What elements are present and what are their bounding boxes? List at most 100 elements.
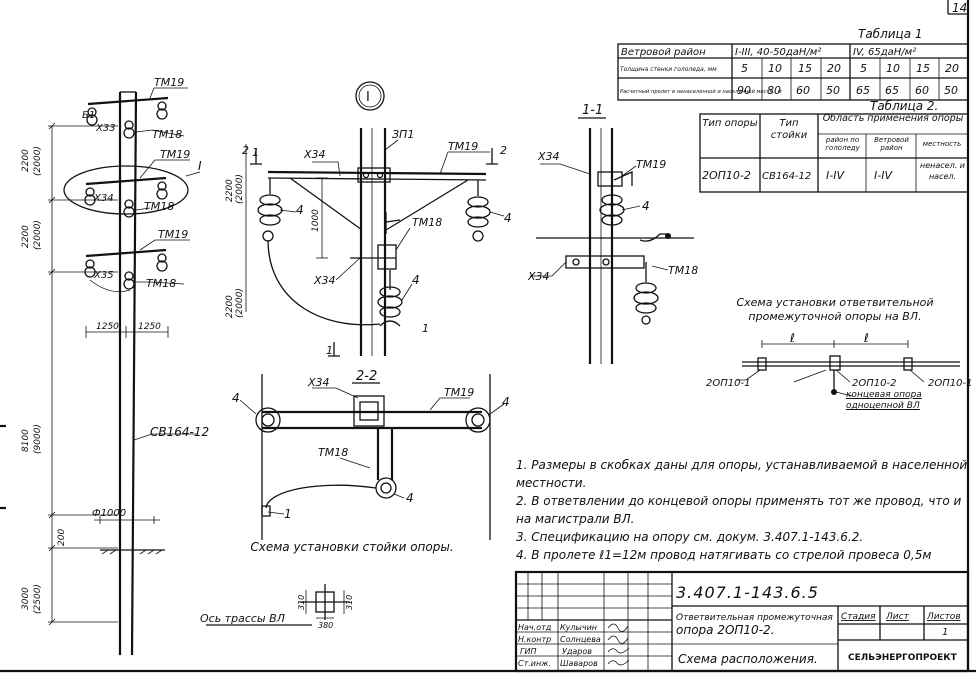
t2-post-type: СВ164-12 bbox=[762, 171, 811, 182]
branch-support-center: 2ОП10-2 bbox=[852, 378, 896, 389]
t1-span-label: Расчетный пролет в ненаселенной и населе… bbox=[620, 89, 782, 95]
t1-ice-2: 15 bbox=[798, 62, 812, 75]
general-view: ТМ19 Б1 Х33 ТМ18 ТМ19 I Х34 ТМ18 ТМ19 Х3… bbox=[21, 76, 209, 656]
tb-sheets-header: Листов bbox=[926, 612, 961, 622]
t1-ice-1: 10 bbox=[768, 62, 782, 75]
tb-name-line2: опора 2ОП10-2. bbox=[676, 623, 774, 637]
tb-org: СЕЛЬЭНЕРГОПРОЕКТ bbox=[848, 653, 958, 663]
post-dim-310-left: 310 bbox=[297, 595, 306, 610]
table-2-title: Таблица 2. bbox=[870, 99, 938, 113]
note-1: 1. Размеры в скобках даны для опоры, уст… bbox=[516, 458, 968, 490]
table-1-title: Таблица 1 bbox=[858, 27, 923, 41]
branch-support-left: 2ОП10-1 bbox=[706, 378, 750, 389]
branch-scheme: Схема установки ответвительной промежуто… bbox=[706, 296, 972, 411]
dI-3p1: ЗП1 bbox=[392, 128, 414, 141]
tb-doc-code: 3.407.1-143.6.5 bbox=[676, 583, 819, 602]
cross-arm-bottom bbox=[84, 248, 168, 293]
t1-ice-label: Толщина стенки гололеда, мм bbox=[620, 66, 717, 73]
t2-h-type-post: Тип стойки bbox=[770, 118, 808, 141]
branch-end-support-note: концевая опора одноцепной ВЛ bbox=[846, 390, 922, 411]
section-2-2-title: 2-2 bbox=[356, 369, 377, 384]
t2-support-type: 2ОП10-2 bbox=[702, 169, 751, 182]
t1-span-1: 80 bbox=[767, 84, 781, 97]
dI-dim-2200-b: 2200 bbox=[225, 295, 235, 318]
t1-ice-3: 20 bbox=[827, 62, 841, 75]
dI-sec-1-bottom: 1 bbox=[326, 344, 333, 357]
dI-4-center: 4 bbox=[412, 273, 420, 287]
dI-dim-2000-a: (2000) bbox=[235, 174, 245, 204]
t2-ice-region: I-IV bbox=[826, 169, 845, 182]
s11-x34-bottom: Х34 bbox=[527, 270, 550, 283]
gv-post-type: СВ164-12 bbox=[150, 425, 209, 439]
detail-I-outline bbox=[63, 165, 189, 215]
t1-ice-0: 5 bbox=[741, 62, 748, 75]
t1-ice-5: 10 bbox=[886, 62, 900, 75]
s11-4: 4 bbox=[642, 199, 650, 213]
t1-wind-group-2: IV, 65даН/м² bbox=[853, 47, 916, 58]
gv-dim-2500: (2500) bbox=[33, 584, 43, 614]
t1-span-4: 65 bbox=[856, 84, 870, 97]
insulator-left bbox=[257, 178, 283, 242]
t1-ice-4: 5 bbox=[860, 62, 867, 75]
tb-name-2: Ударов bbox=[562, 647, 592, 656]
t1-span-3: 50 bbox=[826, 84, 840, 97]
dI-dim-2000-b: (2000) bbox=[235, 288, 245, 318]
gv-dim-2000-b: (2000) bbox=[33, 220, 43, 250]
s22-4-left: 4 bbox=[232, 391, 240, 405]
s22-x34: Х34 bbox=[307, 376, 330, 389]
gv-dim-8100: 8100 bbox=[21, 429, 31, 452]
notes: 1. Размеры в скобках даны для опоры, уст… bbox=[516, 458, 968, 562]
gv-x33: Х33 bbox=[95, 123, 116, 134]
tb-name-3: Шаваров bbox=[560, 659, 598, 668]
t1-span-0: 90 bbox=[737, 84, 751, 97]
gv-tm19-mid: ТМ19 bbox=[160, 148, 190, 161]
t1-ice-6: 15 bbox=[916, 62, 930, 75]
gv-x34: Х34 bbox=[93, 193, 114, 204]
dI-sec-2-right: 2 bbox=[500, 144, 507, 157]
gv-tm19-bottom: ТМ19 bbox=[158, 228, 188, 241]
t2-sh-wind: Ветровой район bbox=[874, 136, 909, 152]
branch-scheme-title: Схема установки ответвительной промежуто… bbox=[736, 296, 934, 323]
t1-span-7: 50 bbox=[944, 84, 958, 97]
dI-dim-2200-a: 2200 bbox=[225, 179, 235, 202]
gv-foundation: Ф1000 bbox=[92, 508, 126, 519]
post-scheme: Схема установки стойки опоры. Ось трассы… bbox=[200, 540, 454, 630]
post-scheme-title: Схема установки стойки опоры. bbox=[250, 540, 454, 554]
insulator-right bbox=[465, 180, 491, 242]
post-axis-label: Ось трассы ВЛ bbox=[200, 612, 285, 625]
branch-span-l-2: ℓ bbox=[863, 331, 869, 345]
dI-sec-2-left: 2 bbox=[242, 144, 249, 157]
s11-insulator-top bbox=[599, 186, 625, 226]
tb-sheets-value: 1 bbox=[942, 627, 948, 638]
gv-dim-2200-a: 2200 bbox=[21, 149, 31, 172]
gv-dim-3000: 3000 bbox=[21, 587, 31, 610]
gv-dim-9000: (9000) bbox=[33, 424, 43, 454]
gv-dim-1250-right: 1250 bbox=[138, 322, 161, 332]
gv-detail-callout: I bbox=[198, 159, 202, 173]
table-2: Таблица 2. Тип опоры Тип стойки Область … bbox=[699, 99, 969, 193]
section-1-1-title: 1-1 bbox=[582, 103, 603, 118]
s22-4-right: 4 bbox=[502, 395, 510, 409]
cross-arm-middle bbox=[84, 176, 168, 218]
dI-4-right: 4 bbox=[504, 211, 512, 225]
detail-I-callout-circle bbox=[355, 81, 385, 111]
dI-tm18: ТМ18 bbox=[412, 216, 442, 229]
gv-tm18-mid: ТМ18 bbox=[144, 200, 174, 213]
t1-span-2: 60 bbox=[796, 84, 810, 97]
pole-right bbox=[130, 91, 138, 656]
s11-insulator-bottom bbox=[633, 262, 659, 325]
t2-h-scope: Область применения опоры bbox=[822, 114, 964, 124]
gv-dim-1250-left: 1250 bbox=[96, 322, 119, 332]
post-dim-380: 380 bbox=[318, 621, 333, 630]
t2-h-type-support: Тип опоры bbox=[702, 118, 758, 129]
s22-tm18: ТМ18 bbox=[318, 446, 348, 459]
tb-role-0: Нач.отд bbox=[518, 623, 552, 632]
post-dim-310-right: 310 bbox=[345, 595, 354, 610]
dI-tm19: ТМ19 bbox=[448, 140, 478, 153]
tb-role-1: Н.контр bbox=[518, 635, 551, 644]
tb-name-0: Кулычин bbox=[560, 623, 597, 632]
dI-wire-1: 1 bbox=[422, 322, 429, 335]
t1-wind-group-1: I-III, 40-50даН/м² bbox=[735, 47, 821, 58]
title-block: 3.407.1-143.6.5 Ответвительная промежуто… bbox=[514, 570, 970, 673]
